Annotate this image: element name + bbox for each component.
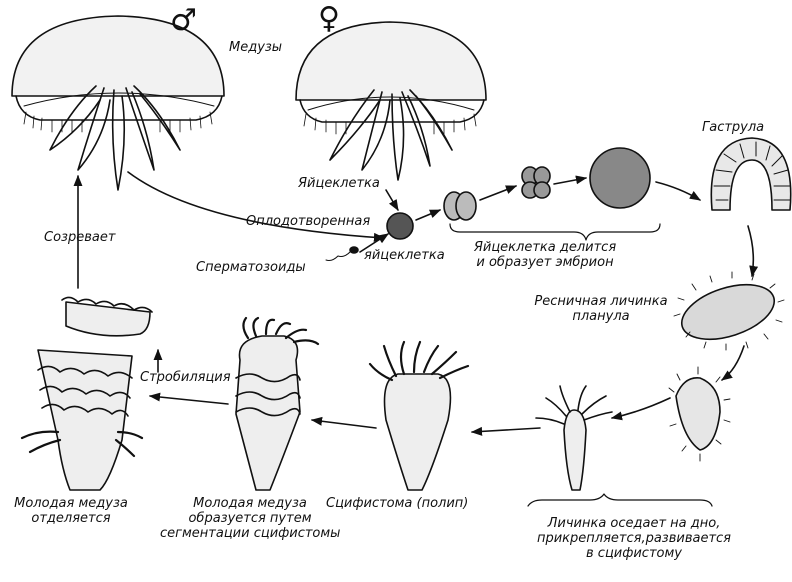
label-detaches-line2: отделяется xyxy=(31,511,111,526)
arrow-strobila-to-detaching xyxy=(148,392,229,405)
arrow-larva-to-polyp xyxy=(610,397,671,421)
embryo-bracket xyxy=(449,223,661,241)
label-settles-line2: прикрепляется,развивается xyxy=(536,531,731,546)
label-fertilized: Оплодотворенная xyxy=(246,214,371,229)
arrow-scyphistoma-to-strobila xyxy=(310,416,377,429)
label-cleavage-line1: Яйцеклетка делится xyxy=(473,240,617,255)
label-segmenting-line2: образуется путем xyxy=(188,511,312,526)
settling-bracket xyxy=(527,493,713,507)
label-planula-line1: Ресничная личинка xyxy=(534,294,668,309)
arrow-sperm-to-egg xyxy=(359,233,389,253)
fertilized-egg-drawing xyxy=(386,212,414,240)
label-matures: Созревает xyxy=(44,230,116,245)
label-strobilation: Стробиляция xyxy=(140,370,231,385)
arrow-2cell-to-4cell xyxy=(479,185,518,201)
label-segmenting-line3: сегментации сцифистомы xyxy=(160,526,341,541)
planula-drawing xyxy=(673,271,785,351)
label-detaches: Молодая медуза отделяется xyxy=(6,496,136,526)
male-symbol: ♂ xyxy=(170,3,197,38)
label-segmenting: Молодая медуза образуется путем сегмента… xyxy=(160,496,340,541)
cleavage-stages-drawing xyxy=(443,147,651,221)
label-settles-line3: в сцифистому xyxy=(586,546,682,561)
arrow-male-to-egg xyxy=(127,171,386,242)
label-settles-line1: Личинка оседает на дно, xyxy=(547,516,721,531)
label-sperm: Сперматозоиды xyxy=(196,260,306,275)
label-cleavage: Яйцеклетка делится и образует эмбрион xyxy=(470,240,620,270)
label-fertilized-egg: яйцеклетка xyxy=(364,248,445,263)
arrow-polyp-to-scyphistoma xyxy=(470,426,541,436)
arrow-female-to-egg xyxy=(385,189,399,211)
label-scyphistoma: Сцифистома (полип) xyxy=(326,496,469,511)
label-gastrula: Гаструла xyxy=(702,120,765,135)
arrow-4cell-to-morula xyxy=(553,175,588,185)
gastrula-drawing xyxy=(710,137,792,211)
label-planula: Ресничная личинка планула xyxy=(526,294,676,324)
sperm-drawing xyxy=(325,246,359,261)
detaching-medusa-drawing xyxy=(20,296,153,491)
young-polyp-drawing xyxy=(535,385,613,491)
settling-larva-drawing xyxy=(668,366,731,462)
label-cleavage-line2: и образует эмбрион xyxy=(476,255,614,270)
label-egg-cell: Яйцеклетка xyxy=(298,176,380,191)
label-detaches-line1: Молодая медуза xyxy=(14,496,128,511)
arrow-planula-to-larva xyxy=(721,345,745,381)
label-planula-line2: планула xyxy=(572,309,630,324)
arrow-morula-to-gastrula xyxy=(655,181,701,201)
male-medusa-drawing xyxy=(11,15,225,191)
strobilating-polyp-drawing xyxy=(235,316,320,491)
female-symbol: ♀ xyxy=(318,1,340,36)
label-settles: Личинка оседает на дно, прикрепляется,ра… xyxy=(528,516,740,561)
arrow-gastrula-to-planula xyxy=(747,225,759,278)
label-segmenting-line1: Молодая медуза xyxy=(193,496,307,511)
label-medusae: Медузы xyxy=(229,40,283,55)
female-medusa-drawing xyxy=(295,21,487,181)
arrow-egg-to-2cell xyxy=(415,209,442,221)
scyphistoma-drawing xyxy=(368,340,470,491)
